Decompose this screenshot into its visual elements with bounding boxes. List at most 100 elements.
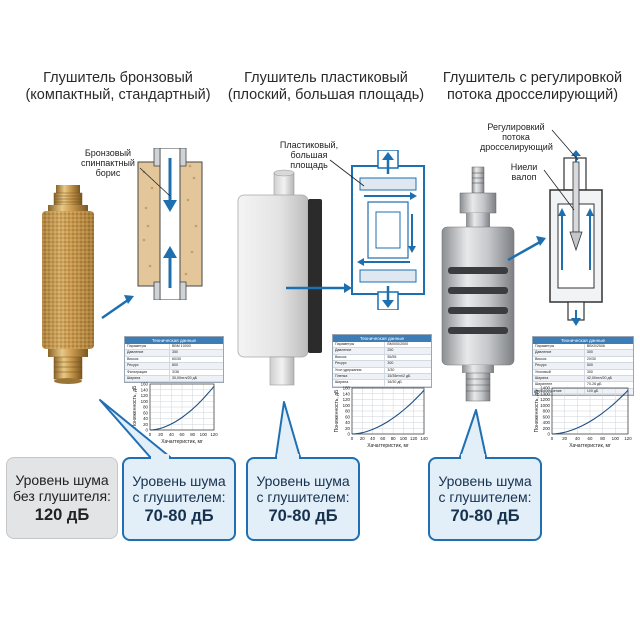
spec-value: 300 bbox=[583, 369, 633, 377]
chart-y-tick-label: 180 bbox=[343, 386, 351, 391]
spec-key: Ширина bbox=[125, 375, 170, 383]
heading-plastic-line2: (плоский, большая площадь) bbox=[227, 87, 425, 103]
chart-curve bbox=[551, 389, 629, 435]
throttle-cross-section-diagram bbox=[549, 150, 603, 326]
callout-throttle-line2: потока bbox=[502, 132, 530, 142]
chart-x-label: Хачагтеристик, мг bbox=[569, 443, 611, 449]
leader-plastic bbox=[329, 159, 365, 187]
spec-value: ВВХ0/2506 bbox=[583, 344, 633, 351]
chart-x-tick-label: 80 bbox=[391, 436, 396, 441]
chart-y-tick-label: 160 bbox=[141, 382, 149, 387]
spec-value: 3/36 bbox=[168, 369, 223, 377]
chart-frame bbox=[351, 387, 425, 435]
chart-y-tick-label: 1000 bbox=[540, 403, 550, 408]
chart-curve bbox=[149, 385, 215, 431]
spec-key: Давление bbox=[125, 349, 170, 357]
noise-label-plastic: Уровень шума с глушителем: bbox=[248, 473, 358, 505]
spec-key: Угол удержания bbox=[333, 367, 385, 375]
chart-x-tick-label: 100 bbox=[612, 436, 620, 441]
callout-throttle-valve: Регулировкий потока дросселирующий bbox=[480, 122, 553, 152]
spec-value: ВВМ 10000 bbox=[168, 344, 223, 351]
chart-y-tick-label: 600 bbox=[543, 414, 551, 419]
spec-value: 60/30 bbox=[168, 356, 223, 364]
chart-y-label: Пониженность, дБ bbox=[534, 389, 540, 432]
spec-key: Фильтрация bbox=[125, 369, 170, 377]
noise-box-without-muffler: Уровень шума без глушителя: 120 дБ bbox=[6, 457, 118, 539]
chart-curve bbox=[351, 389, 425, 435]
spec-value: 800 bbox=[168, 362, 223, 370]
heading-plastic-line1: Глушитель пластиковый bbox=[244, 70, 408, 86]
spec-key: Упоговый bbox=[533, 369, 585, 377]
throttle-muffler-icon bbox=[441, 166, 515, 402]
spec-key: Вискоз bbox=[533, 356, 585, 364]
chart-x-tick-label: 80 bbox=[600, 436, 605, 441]
chart-x-label: Хачагтеристик, мг bbox=[367, 443, 409, 449]
noise-label-without: Уровень шума без глушителя: bbox=[7, 472, 117, 504]
chart-y-tick-label: 0 bbox=[146, 428, 149, 433]
chart-y-tick-label: 140 bbox=[141, 387, 149, 392]
chart-x-tick-label: 40 bbox=[575, 436, 580, 441]
spec-value: 16/30 дБ bbox=[384, 379, 431, 387]
spec-key: Давление bbox=[533, 349, 585, 357]
callout-needle-line2: валоп bbox=[511, 172, 537, 182]
chart-y-tick-label: 0 bbox=[348, 432, 351, 437]
chart-x-tick-label: 120 bbox=[210, 432, 218, 437]
bronze-muffler-icon bbox=[42, 185, 94, 384]
callout-plastic-line3: площадь bbox=[290, 160, 328, 170]
chart-x-tick-label: 20 bbox=[158, 432, 163, 437]
chart-x-tick-label: 120 bbox=[410, 436, 418, 441]
pointer-throttle bbox=[507, 240, 541, 262]
spec-key: Давление bbox=[333, 347, 385, 355]
chart-y-tick-label: 120 bbox=[343, 397, 351, 402]
noise-pointer-cover-plastic bbox=[277, 454, 299, 459]
chart-y-label: Пониженность, дБ bbox=[334, 389, 340, 432]
noise-value-without: 120 дБ bbox=[34, 506, 90, 524]
chart-y-tick-label: 60 bbox=[345, 414, 350, 419]
chart-x-tick-label: 100 bbox=[200, 432, 208, 437]
chart-x-tick-label: 140 bbox=[420, 436, 428, 441]
callout-plastic-line1: Пластиковый, bbox=[279, 140, 339, 150]
spec-key: Вискоз bbox=[333, 354, 385, 362]
chart-x-tick-label: 60 bbox=[180, 432, 185, 437]
chart-x-tick-label: 60 bbox=[588, 436, 593, 441]
noise-label-line1: Уровень шума bbox=[15, 472, 109, 488]
noise-box-bronze: Уровень шума с глушителем: 70-80 дБ bbox=[122, 457, 236, 541]
spec-throttle-title: Техническая данные bbox=[533, 337, 633, 344]
leader-valve bbox=[551, 129, 579, 161]
spec-key: Звукоизлучение bbox=[533, 388, 585, 396]
bronze-cross-section-diagram bbox=[137, 148, 203, 300]
callout-bronze-line3: борис bbox=[95, 168, 121, 178]
chart-y-tick-label: 100 bbox=[343, 403, 351, 408]
heading-bronze-line1: Глушитель бронзовый bbox=[43, 70, 193, 86]
spec-value: 100 дБ bbox=[583, 388, 633, 396]
heading-plastic: Глушитель пластиковый (плоский, большая … bbox=[226, 70, 426, 104]
callout-throttle-needle: Ниели валоп bbox=[504, 162, 544, 182]
spec-value: 300 bbox=[384, 360, 431, 368]
heading-bronze: Глушитель бронзовый (компактный, стандар… bbox=[18, 70, 218, 104]
spec-key: Вискоз bbox=[125, 356, 170, 364]
chart-x-label: Хачагтеристик, мг bbox=[161, 439, 203, 445]
chart-x-tick-label: 40 bbox=[370, 436, 375, 441]
noise-value-bronze: 70-80 дБ bbox=[144, 507, 214, 525]
heading-throttle-line2: потока дросселирующий) bbox=[446, 87, 619, 103]
noise-label-bronze: Уровень шума с глушителем: bbox=[124, 473, 234, 505]
spec-value: 300 bbox=[583, 349, 633, 357]
chart-y-tick-label: 80 bbox=[345, 409, 350, 414]
plastic-muffler-icon bbox=[237, 169, 322, 386]
